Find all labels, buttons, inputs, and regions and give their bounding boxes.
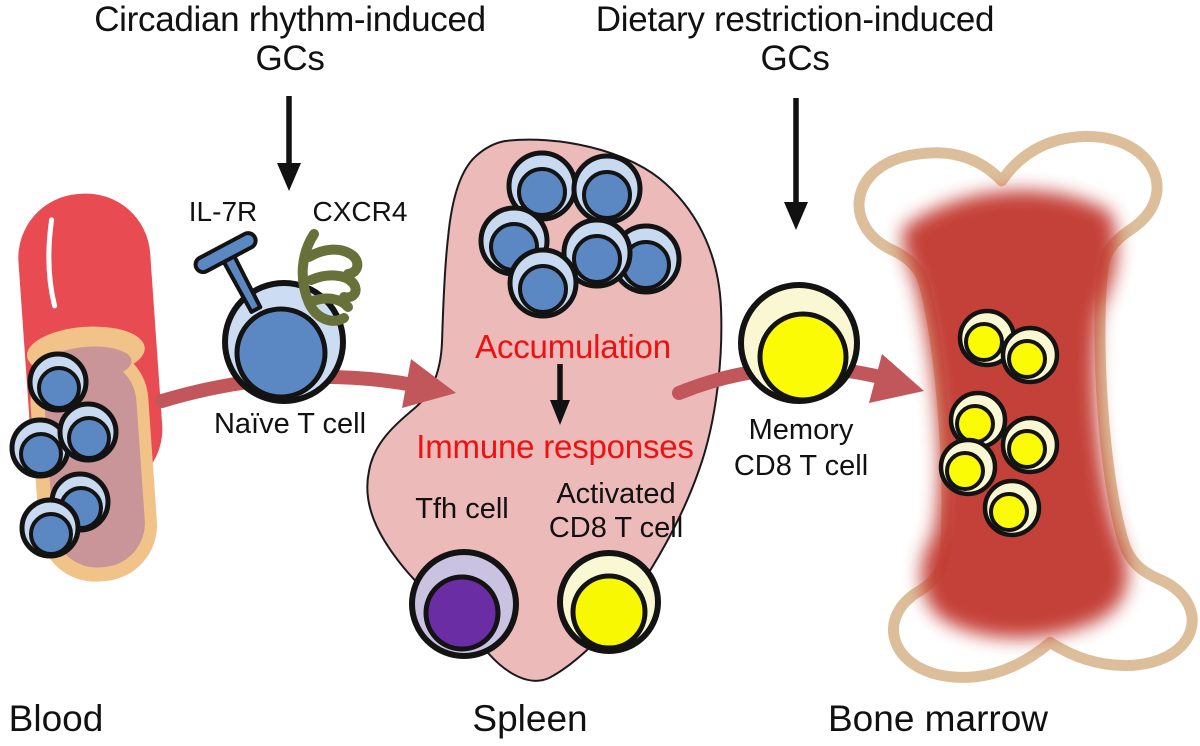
t-cell xyxy=(19,497,81,559)
label-line: Memory xyxy=(748,414,854,446)
tfh-cell-illustration xyxy=(409,549,519,659)
memory-cell xyxy=(948,390,1008,450)
label-naive-t-cell: Naïve T cell xyxy=(213,408,367,440)
label-line: CD8 T cell xyxy=(548,512,684,544)
label-il7r: IL-7R xyxy=(188,196,258,227)
bone-marrow-illustration xyxy=(853,131,1198,683)
red-marrow xyxy=(902,190,1128,639)
arrow-accumulation-to-immune xyxy=(550,364,570,425)
t-cell xyxy=(57,401,119,463)
t-cell xyxy=(9,417,71,479)
label-blood: Blood xyxy=(8,698,104,739)
label-tfh-cell: Tfh cell xyxy=(415,493,509,525)
label-bone-marrow: Bone marrow xyxy=(827,698,1049,739)
title-line: GCs xyxy=(255,39,325,78)
label-memory-cd8: Memory CD8 T cell xyxy=(734,412,868,484)
label-line: CD8 T cell xyxy=(733,450,869,482)
memory-cell xyxy=(938,437,998,497)
label-line: Activated xyxy=(556,478,676,510)
title-circadian-gcs: Circadian rhythm-induced GCs xyxy=(94,0,486,78)
vessel-highlight xyxy=(46,217,58,309)
cxcr4-receptor-icon xyxy=(297,229,363,326)
title-line: Dietary restriction-induced xyxy=(595,0,995,39)
label-spleen: Spleen xyxy=(472,698,588,739)
naive-t-cell-illustration xyxy=(193,229,363,404)
arrow-dietary-gcs xyxy=(784,98,808,230)
label-activated-cd8: Activated CD8 T cell xyxy=(549,477,683,545)
memory-cell xyxy=(1000,325,1060,385)
il7r-receptor-icon xyxy=(193,231,263,314)
t-cell xyxy=(561,217,633,289)
memory-cd8-t-cell-illustration xyxy=(738,282,860,404)
t-cell xyxy=(507,247,579,319)
memory-cell xyxy=(1000,415,1060,475)
text-immune-responses: Immune responses xyxy=(416,428,694,465)
activated-cd8-t-cell-illustration xyxy=(557,550,661,654)
text-accumulation: Accumulation xyxy=(475,328,671,365)
t-cell xyxy=(27,351,89,413)
memory-cell xyxy=(957,308,1017,368)
memory-cell xyxy=(982,478,1042,538)
title-dietary-gcs: Dietary restriction-induced GCs xyxy=(595,0,995,78)
arrow-circadian-gcs xyxy=(277,96,301,191)
title-line: GCs xyxy=(760,39,830,78)
title-line: Circadian rhythm-induced xyxy=(94,0,486,39)
t-cell xyxy=(571,153,643,225)
label-cxcr4: CXCR4 xyxy=(312,196,408,227)
